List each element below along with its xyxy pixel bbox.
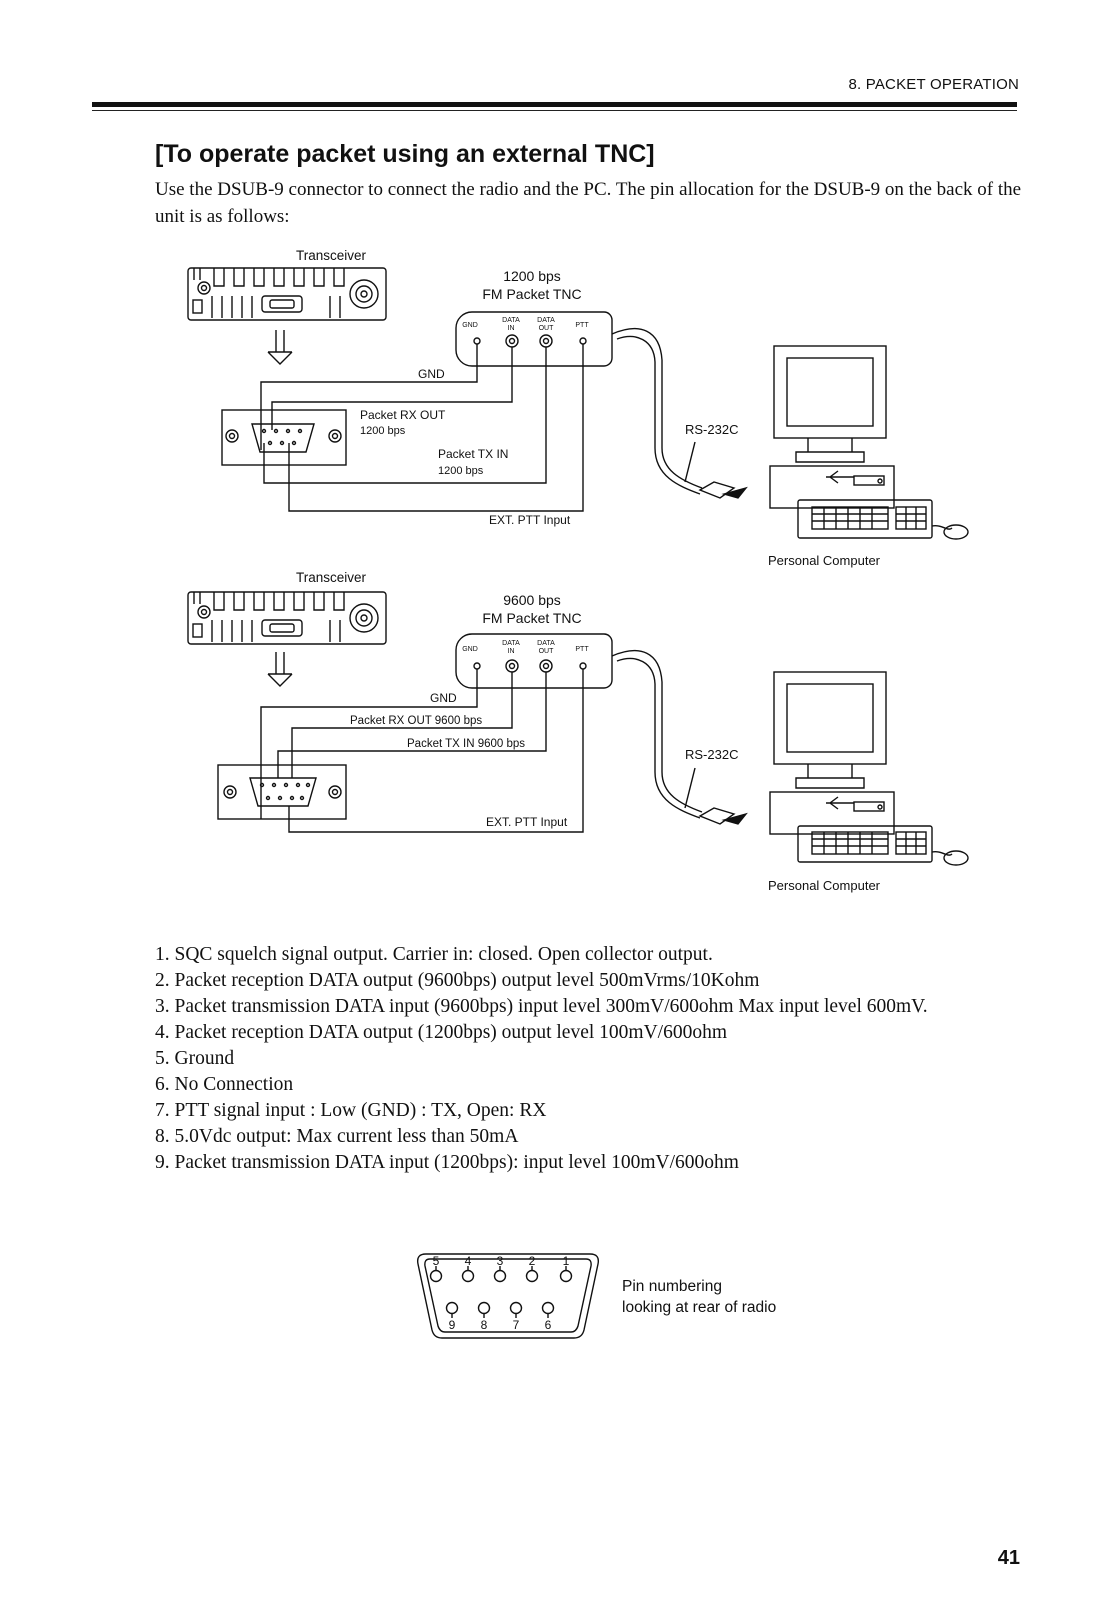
tnc-speed-label: 9600 bps [503, 592, 561, 608]
tnc-pin-in-label: IN [508, 648, 515, 655]
rx-out-speed-label: 1200 bps [360, 425, 406, 437]
personal-computer-icon [769, 345, 969, 540]
pin-description-item: 5. Ground [155, 1048, 235, 1069]
down-arrow-icon [267, 330, 293, 365]
tnc-speed-label: 1200 bps [503, 268, 561, 284]
intro-paragraph: Use the DSUB-9 connector to connect the … [155, 179, 1022, 227]
pin-description-item: 9. Packet transmission DATA input (1200b… [155, 1152, 739, 1173]
dsub9-shell-outer [416, 1253, 600, 1339]
pin-number-label: 5 [433, 1254, 440, 1268]
ext-ptt-label: EXT. PTT Input [489, 513, 571, 527]
rs232-plug-9600 [684, 767, 748, 825]
tnc-name-label: FM Packet TNC [482, 610, 581, 626]
transceiver-label: Transceiver [296, 570, 367, 585]
dsub-connector-1200 [221, 409, 347, 466]
down-arrow-icon [267, 652, 293, 687]
tnc-pin-data-label: DATA [502, 640, 520, 647]
gnd-wire-label: GND [430, 691, 457, 705]
pc-label: Personal Computer [768, 878, 881, 893]
tx-in-label: Packet TX IN [438, 447, 508, 461]
section-header: 8. PACKET OPERATION [848, 76, 1019, 93]
pin-number-label: 7 [513, 1318, 520, 1332]
transceiver-label: Transceiver [296, 248, 367, 263]
header-rule-thick [92, 102, 1017, 107]
pin-number-label: 8 [481, 1318, 488, 1332]
pin-numbering-caption: looking at rear of radio [622, 1299, 776, 1316]
rx-out-label: Packet RX OUT 9600 bps [350, 715, 482, 727]
tnc-pin-data-label: DATA [502, 317, 520, 324]
pin-9 [445, 1301, 459, 1315]
pin-description-item: 8. 5.0Vdc output: Max current less than … [155, 1126, 519, 1147]
pin-description-item: 2. Packet reception DATA output (9600bps… [155, 970, 760, 991]
pin-8 [477, 1301, 491, 1315]
rx-out-label: Packet RX OUT [360, 408, 446, 422]
pin-number-label: 3 [497, 1254, 504, 1268]
tnc-box-9600 [455, 633, 703, 819]
pin-6 [541, 1301, 555, 1315]
pin-number-label: 9 [449, 1318, 456, 1332]
pin-number-label: 2 [529, 1254, 536, 1268]
rs232-label: RS-232C [685, 747, 738, 762]
rs232-plug-1200 [684, 441, 748, 499]
personal-computer-icon [769, 671, 969, 866]
tx-in-speed-label: 1200 bps [438, 465, 484, 477]
pin-description-item: 4. Packet reception DATA output (1200bps… [155, 1022, 727, 1043]
tnc-pin-data-label: DATA [537, 317, 555, 324]
pin-description-item: 1. SQC squelch signal output. Carrier in… [155, 944, 713, 965]
pin-description-item: 3. Packet transmission DATA input (9600b… [155, 996, 928, 1017]
transceiver-rear-panel-9600 [187, 591, 387, 645]
gnd-wire-label: GND [418, 367, 445, 381]
dsub9-pin-diagram: 5 4 3 2 1 9 8 7 6 Pin numbering looking … [416, 1253, 776, 1339]
pin-5 [429, 1269, 443, 1283]
pin-description-item: 7. PTT signal input : Low (GND) : TX, Op… [155, 1100, 547, 1121]
tx-in-label: Packet TX IN 9600 bps [407, 738, 525, 750]
tnc-pin-gnd-label: GND [462, 646, 478, 653]
tnc-pin-out-label: OUT [539, 648, 555, 655]
pin-1 [559, 1269, 573, 1283]
pin-4 [461, 1269, 475, 1283]
wiring-9600 [260, 669, 584, 833]
pin-number-label: 6 [545, 1318, 552, 1332]
dsub9-shell-inner [424, 1258, 592, 1333]
dsub-connector-9600 [217, 764, 347, 820]
wiring-diagrams: Transceiver 1200 bps FM Packet TNC GND D… [187, 248, 969, 893]
pin-number-label: 4 [465, 1254, 472, 1268]
pc-label: Personal Computer [768, 553, 881, 568]
tnc-pin-ptt-label: PTT [575, 646, 589, 653]
pin-3 [493, 1269, 507, 1283]
pin-description-item: 6. No Connection [155, 1074, 294, 1095]
pin-numbering-caption: Pin numbering [622, 1278, 722, 1295]
tnc-box-1200 [455, 311, 703, 495]
wiring-1200 [260, 344, 584, 512]
rs232-label: RS-232C [685, 422, 738, 437]
tnc-pin-gnd-label: GND [462, 322, 478, 329]
tnc-pin-out-label: OUT [539, 325, 555, 332]
pin-number-label: 1 [563, 1254, 570, 1268]
tnc-pin-ptt-label: PTT [575, 322, 589, 329]
tnc-name-label: FM Packet TNC [482, 286, 581, 302]
ext-ptt-label: EXT. PTT Input [486, 815, 568, 829]
pin-2 [525, 1269, 539, 1283]
transceiver-rear-panel-1200 [187, 267, 387, 321]
pin-description-list: 1. SQC squelch signal output. Carrier in… [155, 942, 1025, 1176]
page-title: [To operate packet using an external TNC… [155, 140, 655, 168]
pin-7 [509, 1301, 523, 1315]
header-rule-thin [92, 110, 1017, 111]
tnc-pin-in-label: IN [508, 325, 515, 332]
page-number: 41 [997, 1547, 1020, 1569]
tnc-pin-data-label: DATA [537, 640, 555, 647]
